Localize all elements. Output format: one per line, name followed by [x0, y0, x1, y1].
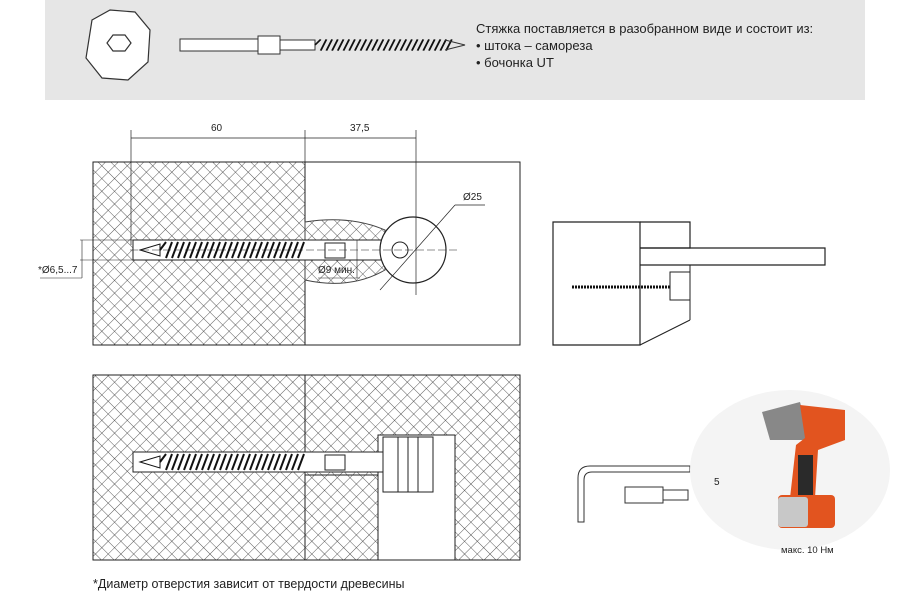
hex-key-icon	[577, 465, 691, 523]
dim-hole-min: Ø9 мин.	[318, 265, 355, 276]
hex-bit-icon	[624, 486, 689, 504]
intro-item-rod: • штока – самореза	[476, 38, 593, 53]
torque-label: макс. 10 Нм	[781, 545, 834, 556]
section-view-top	[40, 130, 521, 346]
dim-offset-37-5: 37,5	[350, 123, 370, 134]
screw-rod-icon	[179, 35, 466, 55]
dim-pilot-hole: *Ø6,5...7	[38, 265, 78, 276]
perspective-view	[552, 221, 826, 346]
dim-length-60: 60	[211, 123, 223, 134]
dim-barrel-diameter: Ø25	[463, 192, 482, 203]
hex-size-label: 5	[714, 477, 720, 488]
intro-text: Стяжка поставляется в разобранном виде и…	[476, 20, 813, 71]
section-view-bottom	[92, 374, 521, 561]
barrel-nut-icon	[85, 9, 151, 81]
drill-image	[690, 390, 890, 550]
intro-item-barrel: • бочонка UT	[476, 55, 554, 70]
intro-title: Стяжка поставляется в разобранном виде и…	[476, 21, 814, 36]
footnote: *Диаметр отверстия зависит от твердости …	[93, 577, 405, 591]
